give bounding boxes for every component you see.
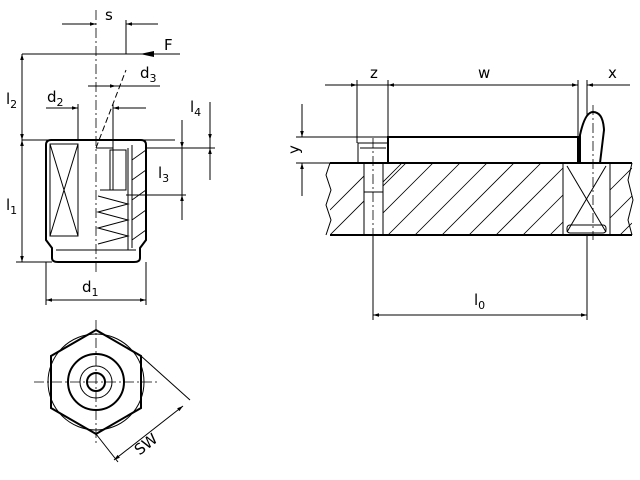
- dim-d2: d2: [47, 88, 64, 109]
- side-view: [45, 10, 147, 275]
- dim-x: x: [608, 64, 617, 82]
- assembly-dimensions: z w x y l0: [285, 64, 630, 320]
- dim-l2: l2: [6, 90, 17, 111]
- side-view-dimensions: s F d3 d2 l2 l1 d1 l3 l4: [6, 6, 215, 305]
- dim-l0: l0: [474, 291, 485, 312]
- dim-w: w: [478, 64, 490, 82]
- dim-d3: d3: [140, 64, 157, 85]
- dim-l4: l4: [190, 98, 201, 119]
- end-view: SW: [34, 320, 191, 463]
- dim-l1: l1: [6, 196, 17, 217]
- dim-l3: l3: [158, 164, 169, 185]
- dim-z: z: [370, 64, 378, 82]
- dim-SW: SW: [131, 430, 161, 459]
- assembly-view: [325, 105, 634, 240]
- dim-s: s: [105, 6, 113, 24]
- force-F: F: [164, 36, 173, 54]
- dim-d1: d1: [82, 278, 99, 299]
- dim-y: y: [285, 145, 303, 154]
